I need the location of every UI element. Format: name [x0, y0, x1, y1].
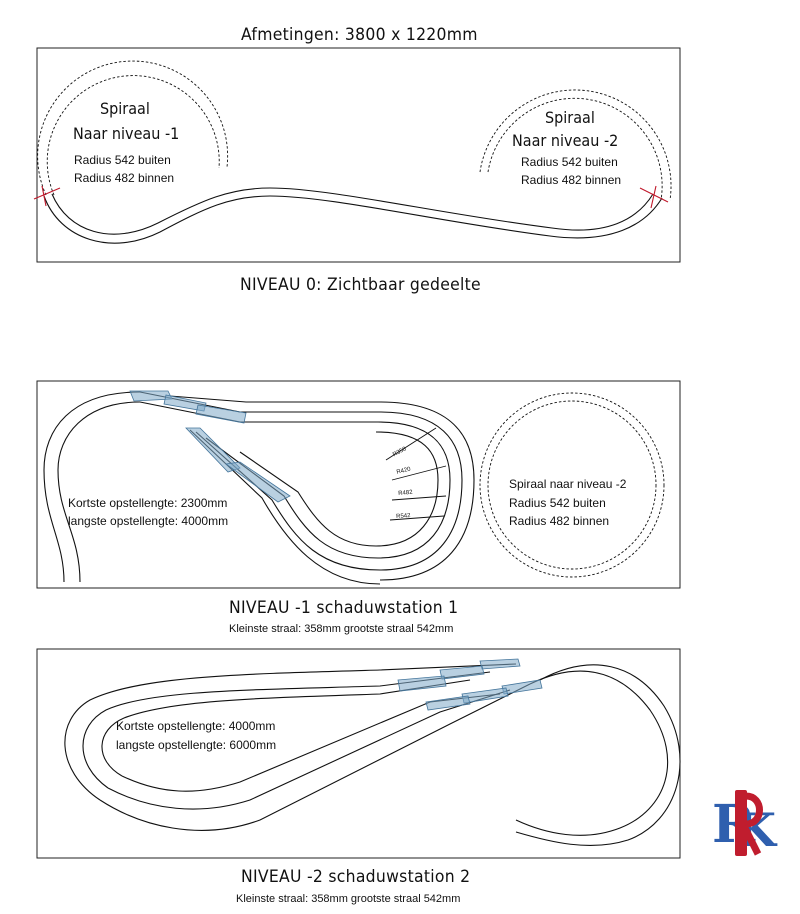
- level0-right-spiral-title: Spiraal: [545, 108, 595, 127]
- diagram-title: Afmetingen: 3800 x 1220mm: [241, 25, 478, 45]
- level1-shortest-length: Kortste opstellengte: 2300mm: [68, 496, 228, 510]
- level1-longest-length: langste opstellengte: 4000mm: [68, 514, 229, 528]
- level1-spiral-outer: Radius 542 buiten: [509, 496, 606, 510]
- level1-spiral-inner: Radius 482 binnen: [509, 514, 610, 528]
- level2-shortest-length: Kortste opstellengte: 4000mm: [116, 719, 276, 733]
- level0-right-spiral-target: Naar niveau -2: [512, 131, 619, 150]
- level2-subcaption: Kleinste straal: 358mm grootste straal 5…: [236, 893, 461, 905]
- level1-panel-frame: [36, 380, 681, 589]
- level1-subcaption: Kleinste straal: 358mm grootste straal 5…: [229, 623, 454, 635]
- level1-radius-ticks: [385, 427, 447, 521]
- level2-longest-length: langste opstellengte: 6000mm: [116, 738, 277, 752]
- level1-switches: [129, 390, 291, 503]
- level0-left-spiral: [37, 60, 229, 196]
- level1-radius-r482: R482: [398, 489, 413, 497]
- level1-spiral: [479, 392, 665, 578]
- level0-left-spiral-outer: Radius 542 buiten: [74, 153, 171, 167]
- level0-right-spiral-inner: Radius 482 binnen: [521, 173, 622, 187]
- level2-caption: NIVEAU -2 schaduwstation 2: [241, 867, 471, 887]
- level0-left-spiral-title: Spiraal: [100, 99, 150, 118]
- level2-loop-tracks: [64, 663, 681, 846]
- level0-left-spiral-target: Naar niveau -1: [73, 124, 180, 143]
- level1-caption: NIVEAU -1 schaduwstation 1: [229, 598, 459, 618]
- level2-switches: [397, 658, 543, 711]
- level0-left-spiral-inner: Radius 482 binnen: [74, 171, 175, 185]
- level1-spiral-target: Spiraal naar niveau -2: [509, 477, 627, 491]
- level0-right-spiral-outer: Radius 542 buiten: [521, 155, 618, 169]
- level0-right-spiral: [479, 89, 672, 201]
- level2-panel-frame: [36, 648, 681, 859]
- level0-panel-frame: [36, 47, 681, 263]
- level0-spiral-markers: [33, 185, 669, 209]
- level1-loop-tracks: [43, 391, 475, 585]
- rk-monogram-logo: R K: [711, 790, 778, 857]
- level0-visible-track: [43, 187, 663, 244]
- level0-caption: NIVEAU 0: Zichtbaar gedeelte: [240, 275, 481, 295]
- level1-radius-r542: R542: [396, 512, 411, 520]
